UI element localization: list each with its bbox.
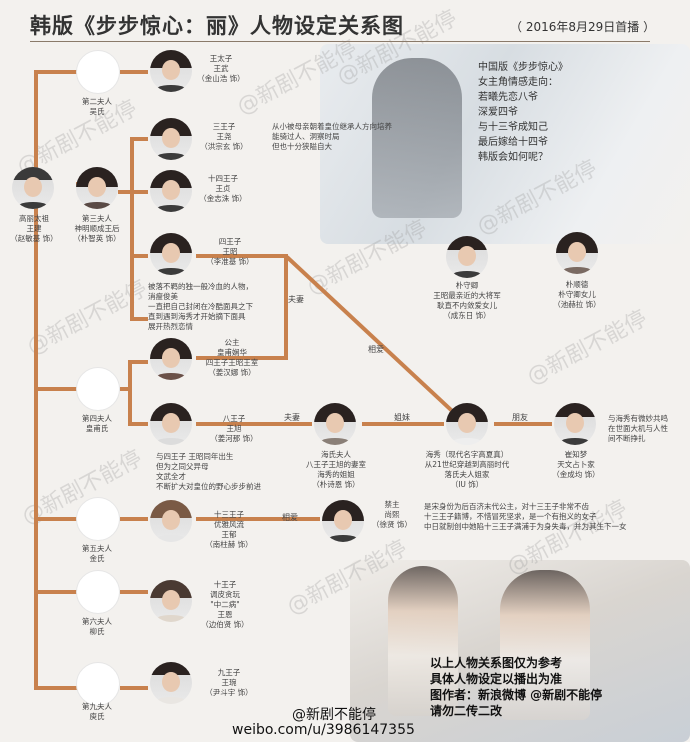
label-founder: 高丽太祖王建（赵敏基 饰） [10, 214, 58, 243]
label-haesoo: 海秀（现代名字高夏真）从21世纪穿越到高丽时代落氏夫人姐家（IU 饰） [424, 450, 510, 489]
description-prince-3: 从小被母亲朝着皇位继承人方向培养能骑过人、洞察时局但也十分狭隘自大 [272, 122, 392, 151]
relation-label: 夫妻 [288, 295, 304, 304]
connector-line [130, 254, 148, 258]
description-prince-4: 被落不羁的独一般冷血的人物，消瘦俊美一直把自己封闭在冷酷面具之下直到遇到海秀才开… [148, 282, 253, 331]
connector-line [130, 317, 148, 321]
avatar-choi-jimong [554, 403, 596, 445]
avatar-park-sookyung [446, 236, 488, 278]
connector-line [130, 137, 134, 321]
avatar-lady-hae [314, 403, 356, 445]
relation-label: 姐妹 [394, 413, 410, 422]
connector-line [196, 254, 286, 258]
background-figure-bottom-left [388, 566, 458, 716]
avatar-haesoo [446, 403, 488, 445]
label-second-wife: 第二夫人吴氏 [82, 97, 112, 116]
label-crown-prince: 王太子王武（金山浩 饰） [197, 54, 245, 83]
label-choi-jimong: 崔知梦天文占卜家（金成均 饰） [552, 450, 600, 479]
label-woohee: 禁主尚熙（徐贤 饰） [372, 500, 412, 529]
avatar-ninth-wife [76, 662, 120, 706]
footer-url: weibo.com/u/3986147355 [232, 722, 415, 738]
description-prince-8: 与四王子 王昭同年出生但为之同父异母文武全才不断扩大对皇位的野心步步前进 [156, 452, 261, 491]
relation-label: 相爱 [282, 513, 298, 522]
avatar-second-wife [76, 50, 120, 94]
avatar-fourth-wife [76, 367, 120, 411]
connector-line [284, 254, 288, 360]
description-woohee: 是宋身份为后百济末代公主，对十三王子非常不齿十三王子籍博，不惜冒死坚求，是一个有… [424, 502, 627, 531]
connector-line [120, 387, 130, 391]
avatar-woohee [322, 500, 364, 542]
description-choi-jimong: 与海秀有微妙共鸣在世面大机与人性间不断挣扎 [608, 414, 668, 443]
watermark: @新剧不能停 [523, 306, 652, 391]
label-lady-hae: 海氏夫人八王子王旭的妻室海秀的姐姐（朴诗恩 饰） [306, 450, 366, 489]
relation-label: 相爱 [368, 345, 384, 354]
avatar-prince-13 [150, 500, 192, 542]
avatar-prince-4 [150, 233, 192, 275]
disclaimer: 以上人物关系图仅为参考具体人物设定以播出为准图作者：新浪微博 @新剧不能停请勿二… [430, 656, 603, 718]
connector-line [120, 70, 148, 74]
label-prince-14: 十四王子王贞（金志洙 饰） [199, 174, 247, 203]
avatar-princess [150, 338, 192, 380]
label-prince-13: 十三王子优雅风流王郁（南柱赫 饰） [205, 510, 253, 549]
connector-line [196, 356, 288, 360]
avatar-sixth-wife [76, 570, 120, 614]
background-figure-bottom-right [500, 570, 590, 720]
connector-line [128, 422, 148, 426]
connector-line [256, 254, 260, 258]
label-prince-4: 四王子王昭（李准基 饰） [206, 237, 254, 266]
label-park-sookyung: 朴守卿王昭最亲近的大将军耿直不内敛爱女儿（成东日 饰） [433, 281, 501, 320]
relation-label: 夫妻 [284, 413, 300, 422]
avatar-prince-8 [150, 403, 192, 445]
connector-line [120, 590, 148, 594]
connector-line [34, 70, 80, 74]
avatar-park-soonduk [556, 232, 598, 274]
avatar-founder [12, 167, 54, 209]
label-fifth-wife: 第五夫人金氏 [82, 544, 112, 563]
connector-line [118, 190, 132, 194]
connector-line [130, 190, 148, 194]
avatar-prince-10 [150, 580, 192, 622]
title-divider [30, 41, 650, 42]
page-title: 韩版《步步惊心：丽》人物设定关系图 [30, 13, 404, 38]
connector-line [34, 517, 80, 521]
label-prince-8: 八王子王旭（姜河那 饰） [210, 414, 258, 443]
footer-handle: @新剧不能停 [292, 707, 376, 723]
avatar-third-wife [76, 167, 118, 209]
connector-line [34, 387, 80, 391]
connector-line [128, 360, 148, 364]
label-ninth-wife: 第九夫人庾氏 [82, 702, 112, 721]
page-subtitle: （ 2016年8月29日首播 ） [510, 20, 656, 34]
label-prince-10: 十王子调皮贪玩"中二病"王恩（边伯贤 饰） [201, 580, 249, 629]
background-figure-top [372, 58, 462, 218]
label-fourth-wife: 第四夫人皇甫氏 [82, 414, 112, 433]
avatar-prince-9 [150, 662, 192, 704]
avatar-prince-14 [150, 170, 192, 212]
label-prince-3: 三王子王尧（洪宗玄 饰） [200, 122, 248, 151]
connector-line [120, 517, 148, 521]
label-prince-9: 九王子王琬（尹斗宇 饰） [205, 668, 253, 697]
connector-line [362, 422, 444, 426]
intro-text: 中国版《步步惊心》女主角情感走向：若曦先恋八爷深爱四爷与十三爷成知己最后嫁给十四… [478, 62, 568, 163]
relation-label: 朋友 [512, 413, 528, 422]
avatar-prince-3 [150, 118, 192, 160]
connector-line [196, 517, 320, 521]
connector-line [34, 590, 80, 594]
connector-line [494, 422, 552, 426]
connector-line [128, 360, 132, 425]
avatar-fifth-wife [76, 497, 120, 541]
avatar-crown-prince [150, 50, 192, 92]
connector-line [120, 686, 148, 690]
label-park-soonduk: 朴顺德朴守卿女儿（池赫拉 饰） [553, 280, 601, 309]
connector-line [196, 422, 312, 426]
connector-line [34, 70, 38, 688]
label-princess: 公主皇甫娴华四王子王昭王室（姜汉娜 饰） [205, 338, 259, 377]
label-sixth-wife: 第六夫人柳氏 [82, 617, 112, 636]
connector-line [130, 137, 148, 141]
connector-line [34, 686, 80, 690]
label-third-wife: 第三夫人神明顺成王后（朴智英 饰） [73, 214, 121, 243]
